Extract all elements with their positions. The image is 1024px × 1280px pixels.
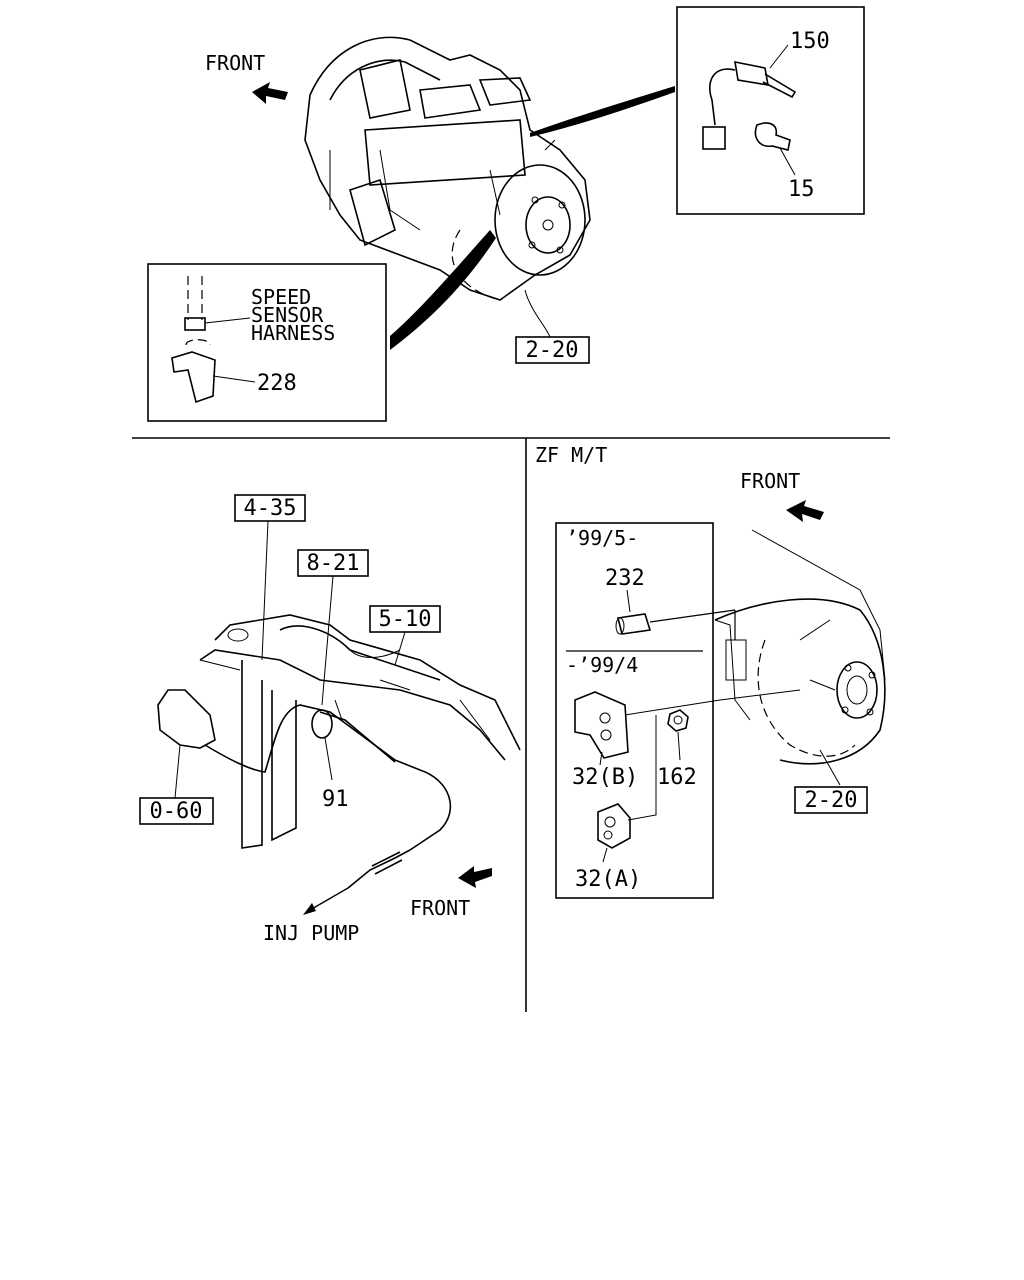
right-panel: ZF M/T FRONT 2-20 ’99/5- 232 [535, 443, 886, 899]
part-15-label: 15 [788, 177, 815, 202]
part-162-label: 162 [657, 765, 697, 790]
sensor-32a-icon [597, 803, 631, 849]
clip-icon [754, 122, 791, 151]
harness-line2: SENSOR [251, 303, 324, 327]
connector-icon [702, 126, 726, 150]
period-old-label: -’99/4 [566, 653, 638, 677]
right-front-label: FRONT [740, 469, 800, 493]
left-front-label: FRONT [410, 896, 470, 920]
harness-line1: SPEED [251, 285, 311, 309]
part-228-label: 228 [257, 371, 297, 396]
part-91-label: 91 [322, 787, 349, 812]
left-panel: 4-35 8-21 5-10 91 [139, 494, 521, 945]
sensor-232-icon [617, 613, 652, 635]
ref-4-35: 4-35 [244, 496, 297, 521]
ref-0-60-box [139, 797, 214, 825]
top-ref-2-20: 2-20 [526, 338, 579, 363]
top-ref-leader [524, 289, 551, 338]
sensor-inset: 150 15 [676, 6, 865, 215]
part-232-label: 232 [605, 566, 645, 591]
harness-line3: HARNESS [251, 321, 335, 345]
accelerator-lever-icon [157, 689, 216, 749]
callout-wedge-sensor [530, 86, 675, 137]
top-ref-box [515, 336, 590, 364]
part-150-label: 150 [790, 29, 830, 54]
inj-pump-label: INJ PUMP [263, 921, 359, 945]
top-front-label: FRONT [205, 51, 265, 75]
harness-inset: SPEED SENSOR HARNESS 228 [147, 263, 387, 422]
callout-wedge-harness [390, 230, 496, 350]
sensor-32b-icon [574, 691, 629, 759]
right-front-arrow-icon [786, 500, 824, 522]
zf-transmission-illustration [714, 529, 886, 786]
frame-illustration [199, 614, 521, 849]
nut-162-icon [667, 709, 689, 732]
clip-228-icon [171, 351, 216, 404]
ref-5-10-box [369, 605, 441, 633]
ref-8-21: 8-21 [307, 551, 360, 576]
right-ref-2-20-box [794, 786, 868, 814]
ref-0-60: 0-60 [150, 799, 203, 824]
right-ref-2-20: 2-20 [805, 788, 858, 813]
left-front-arrow-icon [458, 866, 492, 888]
transmission-illustration [304, 36, 591, 301]
part-32a-label: 32(A) [575, 867, 641, 892]
ref-8-21-box [297, 549, 369, 577]
top-front-arrow-icon [252, 82, 288, 104]
right-panel-title: ZF M/T [535, 443, 607, 467]
ref-5-10: 5-10 [379, 607, 432, 632]
ref-4-35-box [234, 494, 306, 522]
zf-inset: ’99/5- 232 -’99/4 32(B) 162 [555, 522, 801, 899]
top-section: FRONT 2-20 [147, 6, 865, 422]
inj-pump-arrow-icon [303, 903, 316, 915]
bracket-91-icon [311, 709, 333, 739]
period-new-label: ’99/5- [566, 526, 638, 550]
part-32b-label: 32(B) [572, 765, 638, 790]
